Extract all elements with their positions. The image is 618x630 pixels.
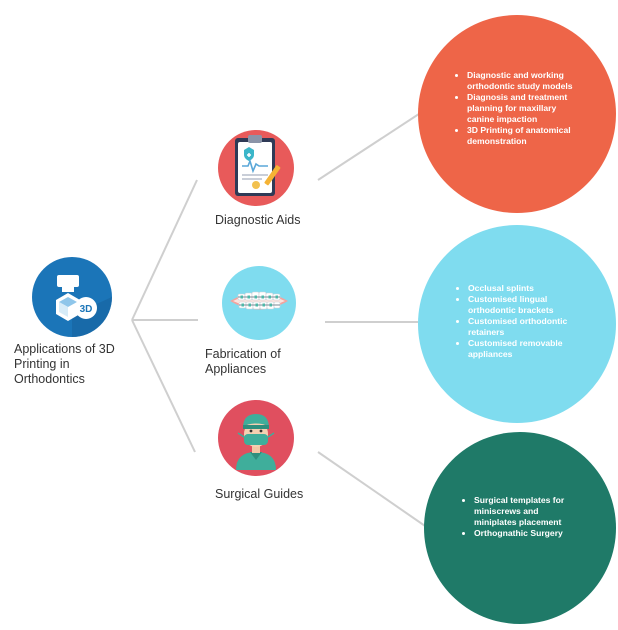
- list-item: Occlusal splints: [468, 283, 578, 294]
- diagnostic-aids-label: Diagnostic Aids: [215, 213, 301, 227]
- surgical-guides-circle: Surgical templates for miniscrews and mi…: [424, 432, 616, 624]
- list-item: Orthognathic Surgery: [474, 528, 578, 539]
- fabrication-circle: Occlusal splints Customised lingual orth…: [418, 225, 616, 423]
- connector-root-surgical: [131, 319, 196, 453]
- root-icon-text: 3D: [80, 304, 93, 315]
- surgical-guides-label: Surgical Guides: [215, 487, 304, 501]
- diagnostic-aids-circle: Diagnostic and working orthodontic study…: [418, 15, 616, 213]
- root-icon: 3D: [32, 257, 112, 337]
- connector-root-diagnostic: [131, 179, 198, 321]
- list-item: Diagnostic and working orthodontic study…: [467, 70, 579, 92]
- fabrication-list: Occlusal splints Customised lingual orth…: [456, 283, 578, 360]
- list-item: Customised removable appliances: [468, 338, 578, 360]
- surgeon-icon: [218, 400, 294, 476]
- connector-diagnostic-circle: [317, 109, 426, 181]
- surgical-guides-list: Surgical templates for miniscrews and mi…: [462, 495, 578, 539]
- fabrication-label: Fabrication of Appliances: [205, 347, 281, 376]
- list-item: Customised lingual orthodontic brackets: [468, 294, 578, 316]
- diagnostic-aids-list: Diagnostic and working orthodontic study…: [455, 70, 579, 147]
- surgical-icon-wrap: [218, 400, 294, 476]
- list-item: Surgical templates for miniscrews and mi…: [474, 495, 578, 528]
- fabrication-icon-wrap: [222, 266, 296, 340]
- list-item: Customised orthodontic retainers: [468, 316, 578, 338]
- clipboard-report-icon: [218, 130, 294, 206]
- connector-surgical-circle: [317, 451, 429, 529]
- root-label: Applications of 3D Printing in Orthodont…: [14, 342, 115, 386]
- braces-teeth-icon: [222, 266, 296, 340]
- list-item: Diagnosis and treatment planning for max…: [467, 92, 579, 125]
- printer-3d-icon: 3D: [32, 257, 112, 337]
- diagnostic-aids-icon-wrap: [218, 130, 294, 206]
- list-item: 3D Printing of anatomical demonstration: [467, 125, 579, 147]
